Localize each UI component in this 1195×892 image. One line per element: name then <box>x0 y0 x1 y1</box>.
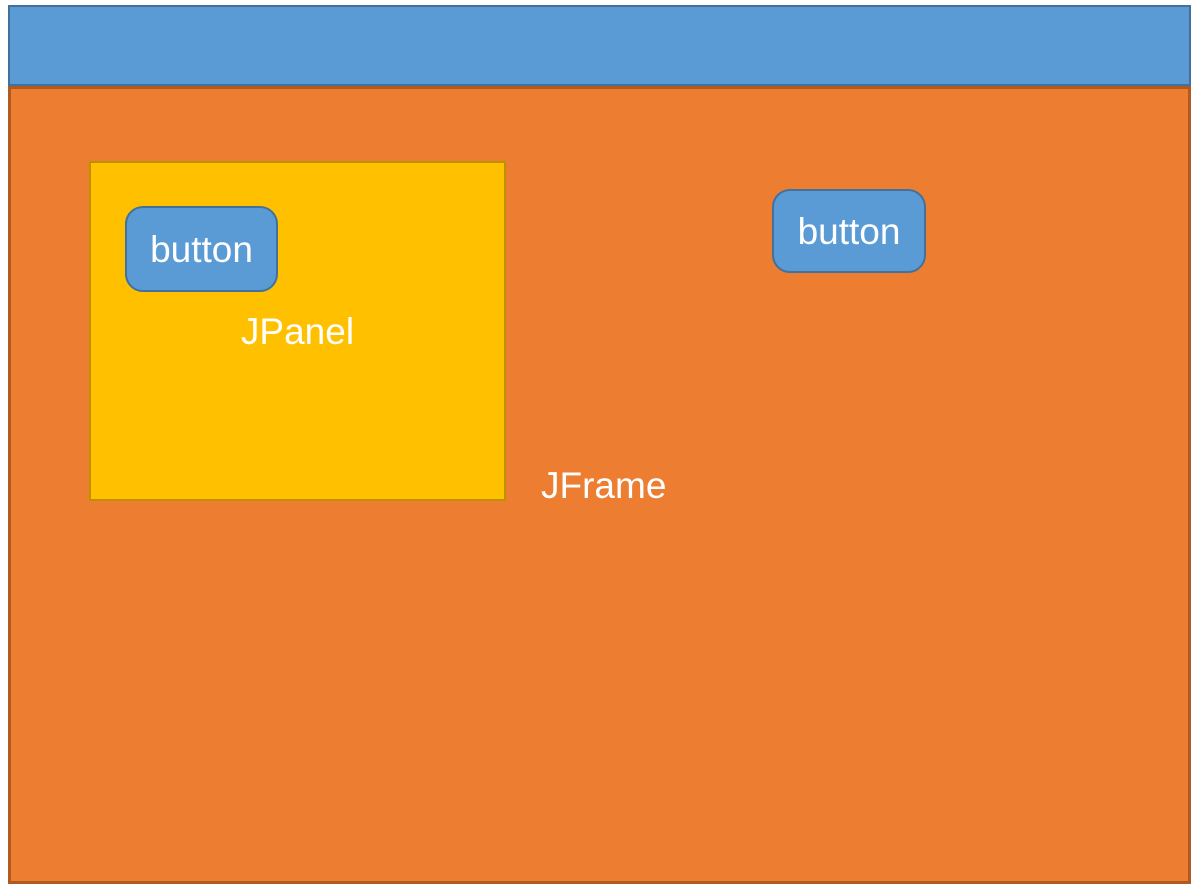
frame-button[interactable]: button <box>772 189 926 273</box>
jframe-titlebar <box>8 5 1191 86</box>
jframe-body: button JPanel button JFrame <box>8 86 1191 884</box>
panel-button[interactable]: button <box>125 206 278 292</box>
jpanel-label: JPanel <box>240 311 355 352</box>
jframe-label: JFrame <box>541 465 667 506</box>
jpanel: button JPanel <box>89 161 506 501</box>
